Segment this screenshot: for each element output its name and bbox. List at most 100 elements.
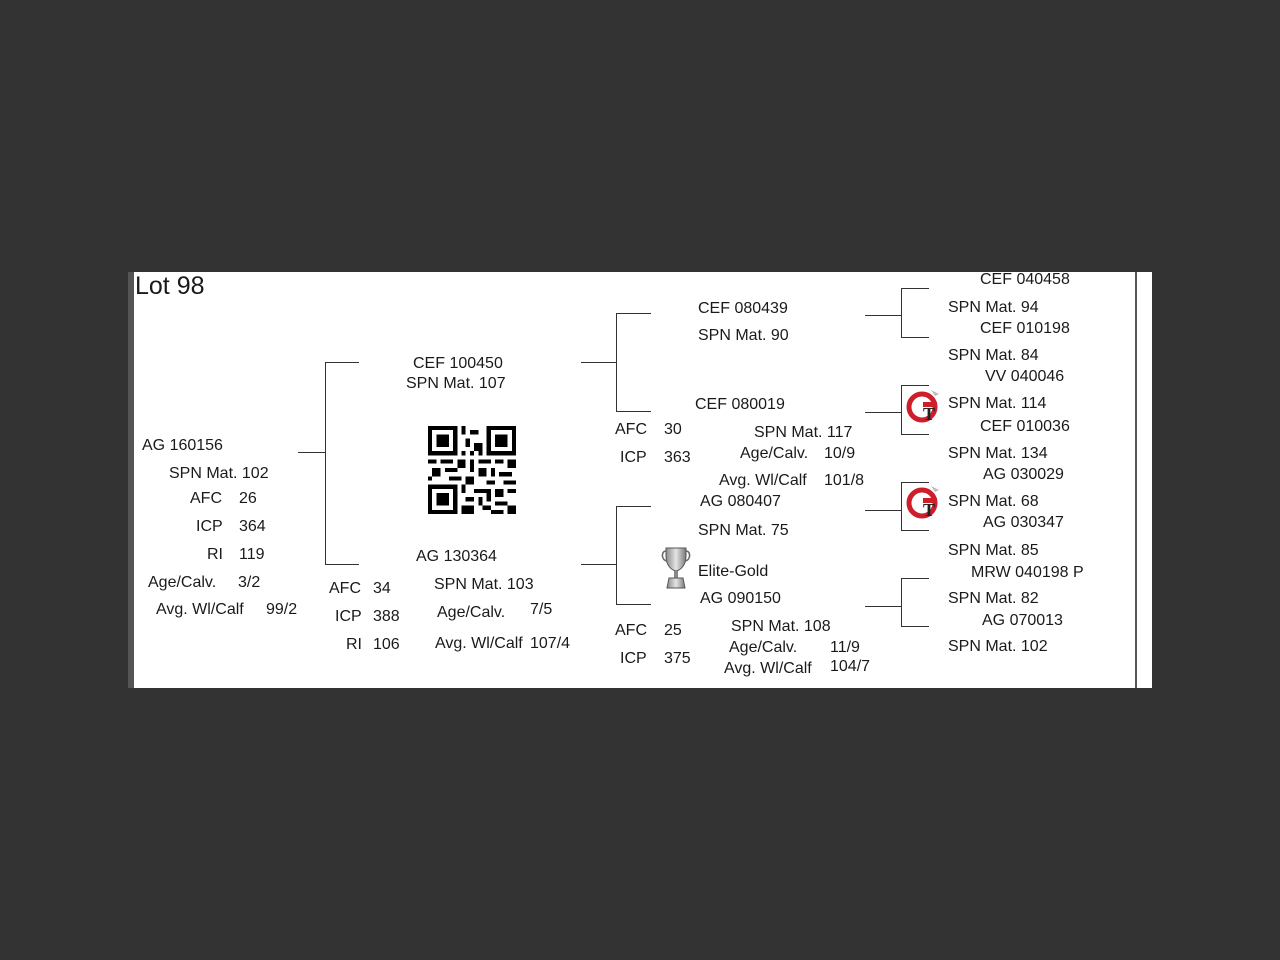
sire-spn: SPN Mat. 107 bbox=[406, 375, 506, 392]
animal-afc-label: AFC bbox=[190, 490, 222, 507]
sire-sire-id: CEF 080439 bbox=[698, 300, 788, 317]
connector-line bbox=[325, 362, 326, 564]
connector-line bbox=[325, 362, 359, 363]
ggp-8-spn: SPN Mat. 102 bbox=[948, 638, 1048, 655]
dam-dam-avg-value: 104/7 bbox=[830, 658, 871, 675]
dam-avg-label: Avg. Wl/Calf bbox=[435, 635, 523, 652]
card-left-border bbox=[128, 272, 134, 688]
ggp-2-spn: SPN Mat. 84 bbox=[948, 347, 1039, 364]
card-right-border bbox=[1135, 272, 1137, 688]
connector-line bbox=[901, 385, 902, 434]
dam-dam-avg-label: Avg. Wl/Calf bbox=[724, 660, 812, 677]
connector-line bbox=[616, 313, 617, 411]
connector-line bbox=[865, 606, 901, 607]
gt-logo-icon: T bbox=[906, 486, 939, 520]
ggp-1-spn: SPN Mat. 94 bbox=[948, 299, 1039, 316]
dam-icp-label: ICP bbox=[335, 608, 362, 625]
connector-line bbox=[298, 452, 325, 453]
connector-line bbox=[901, 434, 929, 435]
dam-sire-spn: SPN Mat. 75 bbox=[698, 522, 789, 539]
dam-afc-value: 34 bbox=[373, 580, 391, 597]
connector-line bbox=[901, 482, 902, 530]
ggp-5-spn: SPN Mat. 68 bbox=[948, 493, 1039, 510]
connector-line bbox=[901, 578, 902, 626]
animal-icp-value: 364 bbox=[239, 518, 266, 535]
animal-age-label: Age/Calv. bbox=[148, 574, 217, 591]
dam-dam-icp-label: ICP bbox=[620, 650, 647, 667]
lot-title: Lot 98 bbox=[135, 272, 205, 300]
ggp-6-spn: SPN Mat. 85 bbox=[948, 542, 1039, 559]
ggp-4-id: CEF 010036 bbox=[980, 418, 1070, 435]
connector-line bbox=[901, 626, 929, 627]
animal-avg-value: 99/2 bbox=[266, 601, 298, 618]
ggp-3-id: VV 040046 bbox=[985, 368, 1065, 385]
dam-dam-afc-value: 25 bbox=[664, 622, 682, 639]
qr-code-icon bbox=[428, 426, 516, 514]
dam-sire-id: AG 080407 bbox=[700, 493, 781, 510]
connector-line bbox=[865, 412, 901, 413]
connector-line bbox=[901, 530, 929, 531]
animal-avg-label: Avg. Wl/Calf bbox=[156, 601, 244, 618]
sire-dam-age-value: 10/9 bbox=[824, 445, 856, 462]
sire-dam-icp-label: ICP bbox=[620, 449, 647, 466]
ggp-7-id: MRW 040198 P bbox=[971, 564, 1084, 581]
ggp-1-id: CEF 040458 bbox=[980, 272, 1070, 288]
ggp-3-spn: SPN Mat. 114 bbox=[948, 395, 1047, 412]
ggp-4-spn: SPN Mat. 134 bbox=[948, 445, 1048, 462]
sire-dam-age-label: Age/Calv. bbox=[740, 445, 809, 462]
animal-ri-value: 119 bbox=[239, 546, 265, 563]
connector-line bbox=[325, 564, 359, 565]
connector-line bbox=[901, 482, 929, 483]
connector-line bbox=[581, 362, 616, 363]
svg-text:T: T bbox=[923, 500, 935, 520]
connector-line bbox=[616, 313, 651, 314]
dam-id: AG 130364 bbox=[416, 548, 497, 565]
sire-dam-icp-value: 363 bbox=[664, 449, 691, 466]
connector-line bbox=[901, 337, 929, 338]
dam-dam-age-value: 11/9 bbox=[830, 639, 860, 656]
sire-sire-spn: SPN Mat. 90 bbox=[698, 327, 789, 344]
trophy-icon bbox=[661, 547, 691, 589]
dam-dam-spn: SPN Mat. 108 bbox=[731, 618, 831, 635]
animal-spn: SPN Mat. 102 bbox=[169, 465, 269, 482]
dam-dam-afc-label: AFC bbox=[615, 622, 647, 639]
dam-afc-label: AFC bbox=[329, 580, 361, 597]
animal-ri-label: RI bbox=[207, 546, 223, 563]
connector-line bbox=[901, 288, 902, 337]
svg-text:T: T bbox=[923, 404, 935, 424]
gt-logo-icon: T bbox=[906, 390, 939, 424]
pedigree-card: Lot 98 AG 160156 SPN Mat. 102 AFC 26 ICP… bbox=[128, 272, 1152, 688]
animal-age-value: 3/2 bbox=[238, 574, 261, 591]
sire-dam-avg-value: 101/8 bbox=[824, 472, 865, 489]
connector-line bbox=[616, 411, 651, 412]
connector-line bbox=[865, 315, 901, 316]
connector-line bbox=[616, 604, 651, 605]
sire-dam-spn: SPN Mat. 117 bbox=[754, 424, 853, 441]
connector-line bbox=[616, 506, 617, 604]
sire-dam-avg-label: Avg. Wl/Calf bbox=[719, 472, 807, 489]
dam-age-label: Age/Calv. bbox=[437, 604, 506, 621]
sire-dam-afc-label: AFC bbox=[615, 421, 647, 438]
dam-dam-id: AG 090150 bbox=[700, 590, 781, 607]
connector-line bbox=[901, 288, 929, 289]
connector-line bbox=[865, 510, 901, 511]
ggp-5-id: AG 030029 bbox=[983, 466, 1064, 483]
sire-dam-id: CEF 080019 bbox=[695, 396, 785, 413]
dam-dam-icp-value: 375 bbox=[664, 650, 691, 667]
dam-dam-age-label: Age/Calv. bbox=[729, 639, 798, 656]
animal-id: AG 160156 bbox=[142, 437, 223, 454]
dam-dam-award: Elite-Gold bbox=[698, 563, 769, 580]
animal-icp-label: ICP bbox=[196, 518, 223, 535]
dam-icp-value: 388 bbox=[373, 608, 400, 625]
ggp-2-id: CEF 010198 bbox=[980, 320, 1070, 337]
connector-line bbox=[901, 385, 929, 386]
dam-avg-value: 107/4 bbox=[530, 635, 571, 652]
connector-line bbox=[901, 578, 929, 579]
ggp-6-id: AG 030347 bbox=[983, 514, 1064, 531]
animal-afc-value: 26 bbox=[239, 490, 257, 507]
connector-line bbox=[616, 506, 651, 507]
sire-id: CEF 100450 bbox=[413, 355, 503, 372]
ggp-8-id: AG 070013 bbox=[982, 612, 1063, 629]
dam-ri-label: RI bbox=[346, 636, 362, 653]
dam-age-value: 7/5 bbox=[530, 601, 553, 618]
